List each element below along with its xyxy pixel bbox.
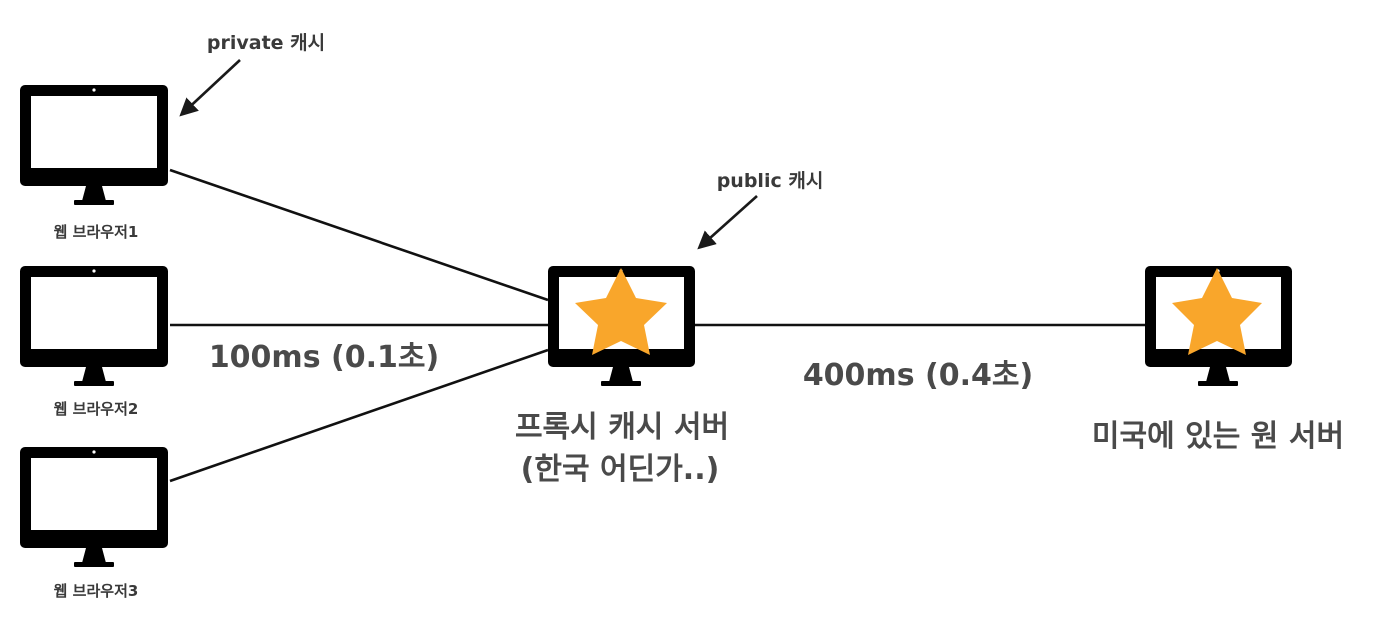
browser-label: 웹 브라우저1 — [54, 223, 139, 241]
monitor-icon — [20, 85, 168, 205]
browser-2: 웹 브라우저2 — [20, 266, 168, 418]
link-browser3-proxy — [169, 348, 549, 483]
latency-client-proxy: 100ms (0.1초) — [209, 340, 439, 375]
proxy-server-location: (한국 어딘가..) — [521, 452, 720, 487]
proxy-server-title: 프록시 캐시 서버 — [515, 410, 729, 445]
star-icon — [1172, 268, 1262, 355]
public-cache-label: public 캐시 — [717, 170, 824, 192]
origin-server-label: 미국에 있는 원 서버 — [1092, 419, 1344, 454]
public-cache-arrow-icon — [697, 195, 758, 250]
latency-proxy-origin: 400ms (0.4초) — [803, 358, 1033, 393]
origin-server: 미국에 있는 원 서버 — [1092, 266, 1344, 454]
monitor-icon — [20, 266, 168, 386]
proxy-cache-server: 프록시 캐시 서버 (한국 어딘가..) — [515, 266, 729, 487]
monitor-icon — [20, 447, 168, 567]
browser-1: 웹 브라우저1 — [20, 85, 168, 241]
private-cache-label: private 캐시 — [207, 32, 325, 54]
star-icon — [575, 268, 667, 355]
browser-label: 웹 브라우저3 — [54, 582, 139, 600]
browser-label: 웹 브라우저2 — [54, 400, 139, 418]
link-browser1-proxy — [169, 168, 549, 302]
private-cache-arrow-icon — [179, 59, 241, 117]
connection-lines — [169, 168, 1145, 483]
browser-3: 웹 브라우저3 — [20, 447, 168, 600]
